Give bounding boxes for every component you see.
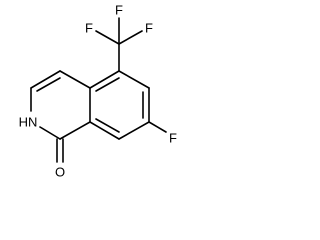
bond-c4-c3 (30, 70, 61, 89)
bond-c4-c3-inner (36, 77, 61, 92)
bond-n2-c1 (39, 126, 61, 140)
chemical-structure-diagram: F F F F HN O (19, 3, 177, 180)
fluorine-top-label: F (115, 3, 123, 18)
bond-c1-c8a (59, 121, 91, 140)
bond-c4a-c5-inner (95, 77, 120, 92)
pyridinone-ring (30, 70, 91, 163)
bond-c5-c6 (118, 70, 150, 89)
fluorine-left-label: F (85, 21, 93, 36)
fluorine-right-label: F (145, 21, 153, 36)
bond-c7-c8 (118, 121, 150, 140)
benzene-ring (89, 70, 150, 140)
bond-c4a-c5 (89, 70, 120, 89)
bond-cf-left (95, 30, 120, 45)
nitrogen-hydrogen-label: HN (19, 115, 38, 130)
bond-c8-c8a-inner (95, 118, 120, 133)
bond-cf-right (118, 30, 143, 45)
bond-c4a-c4 (59, 70, 91, 89)
oxygen-label: O (55, 165, 65, 180)
trifluoromethyl-group (95, 17, 143, 72)
fluorine-ring-label: F (169, 131, 177, 146)
bond-c8-c8a (89, 121, 120, 140)
bond-c7-f (148, 121, 167, 133)
